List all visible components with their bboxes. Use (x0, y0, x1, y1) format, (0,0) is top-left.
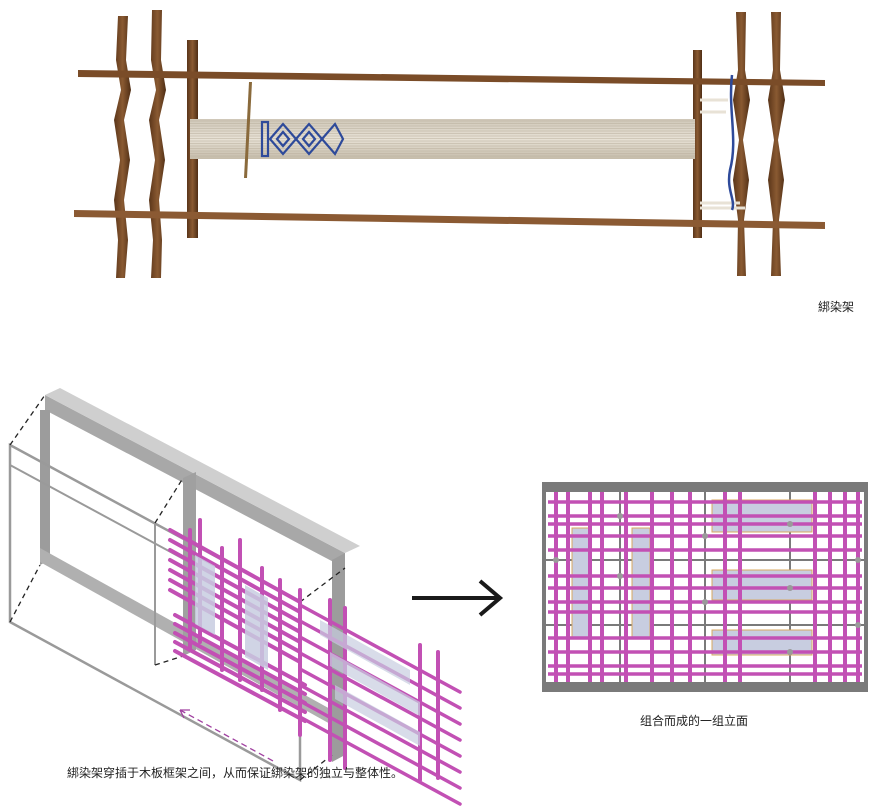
left-post-inner (149, 10, 166, 278)
right-post-inner (733, 12, 750, 276)
isometric-caption: 綁染架穿插于木板框架之间，从而保证綁染架的独立与整体性。 (67, 766, 404, 780)
right-post-outer (768, 12, 785, 276)
insert-direction-arrow (179, 709, 276, 763)
wooden-board-frame (8, 388, 360, 783)
cloth-panels (195, 555, 420, 746)
blue-cord (727, 74, 735, 211)
warp-cloth (190, 119, 695, 159)
elevation-diagram (542, 482, 868, 692)
embroidered-pattern (260, 120, 345, 158)
tie-dye-rack-rods (168, 518, 462, 806)
isometric-diagram (8, 388, 462, 806)
depth-guides (9, 394, 346, 781)
bottom-rail (74, 210, 825, 229)
elevation-caption: 组合而成的一组立面 (640, 714, 749, 728)
tie-strings (700, 98, 745, 210)
top-rail (78, 70, 825, 86)
photo-caption: 綁染架 (818, 300, 855, 314)
warp-threads (190, 120, 695, 157)
right-short-post (693, 50, 702, 238)
left-post-outer (114, 16, 131, 278)
right-arrow-icon (412, 579, 504, 617)
tie-dye-rack-photo (74, 10, 825, 278)
hanging-stick (244, 82, 252, 178)
